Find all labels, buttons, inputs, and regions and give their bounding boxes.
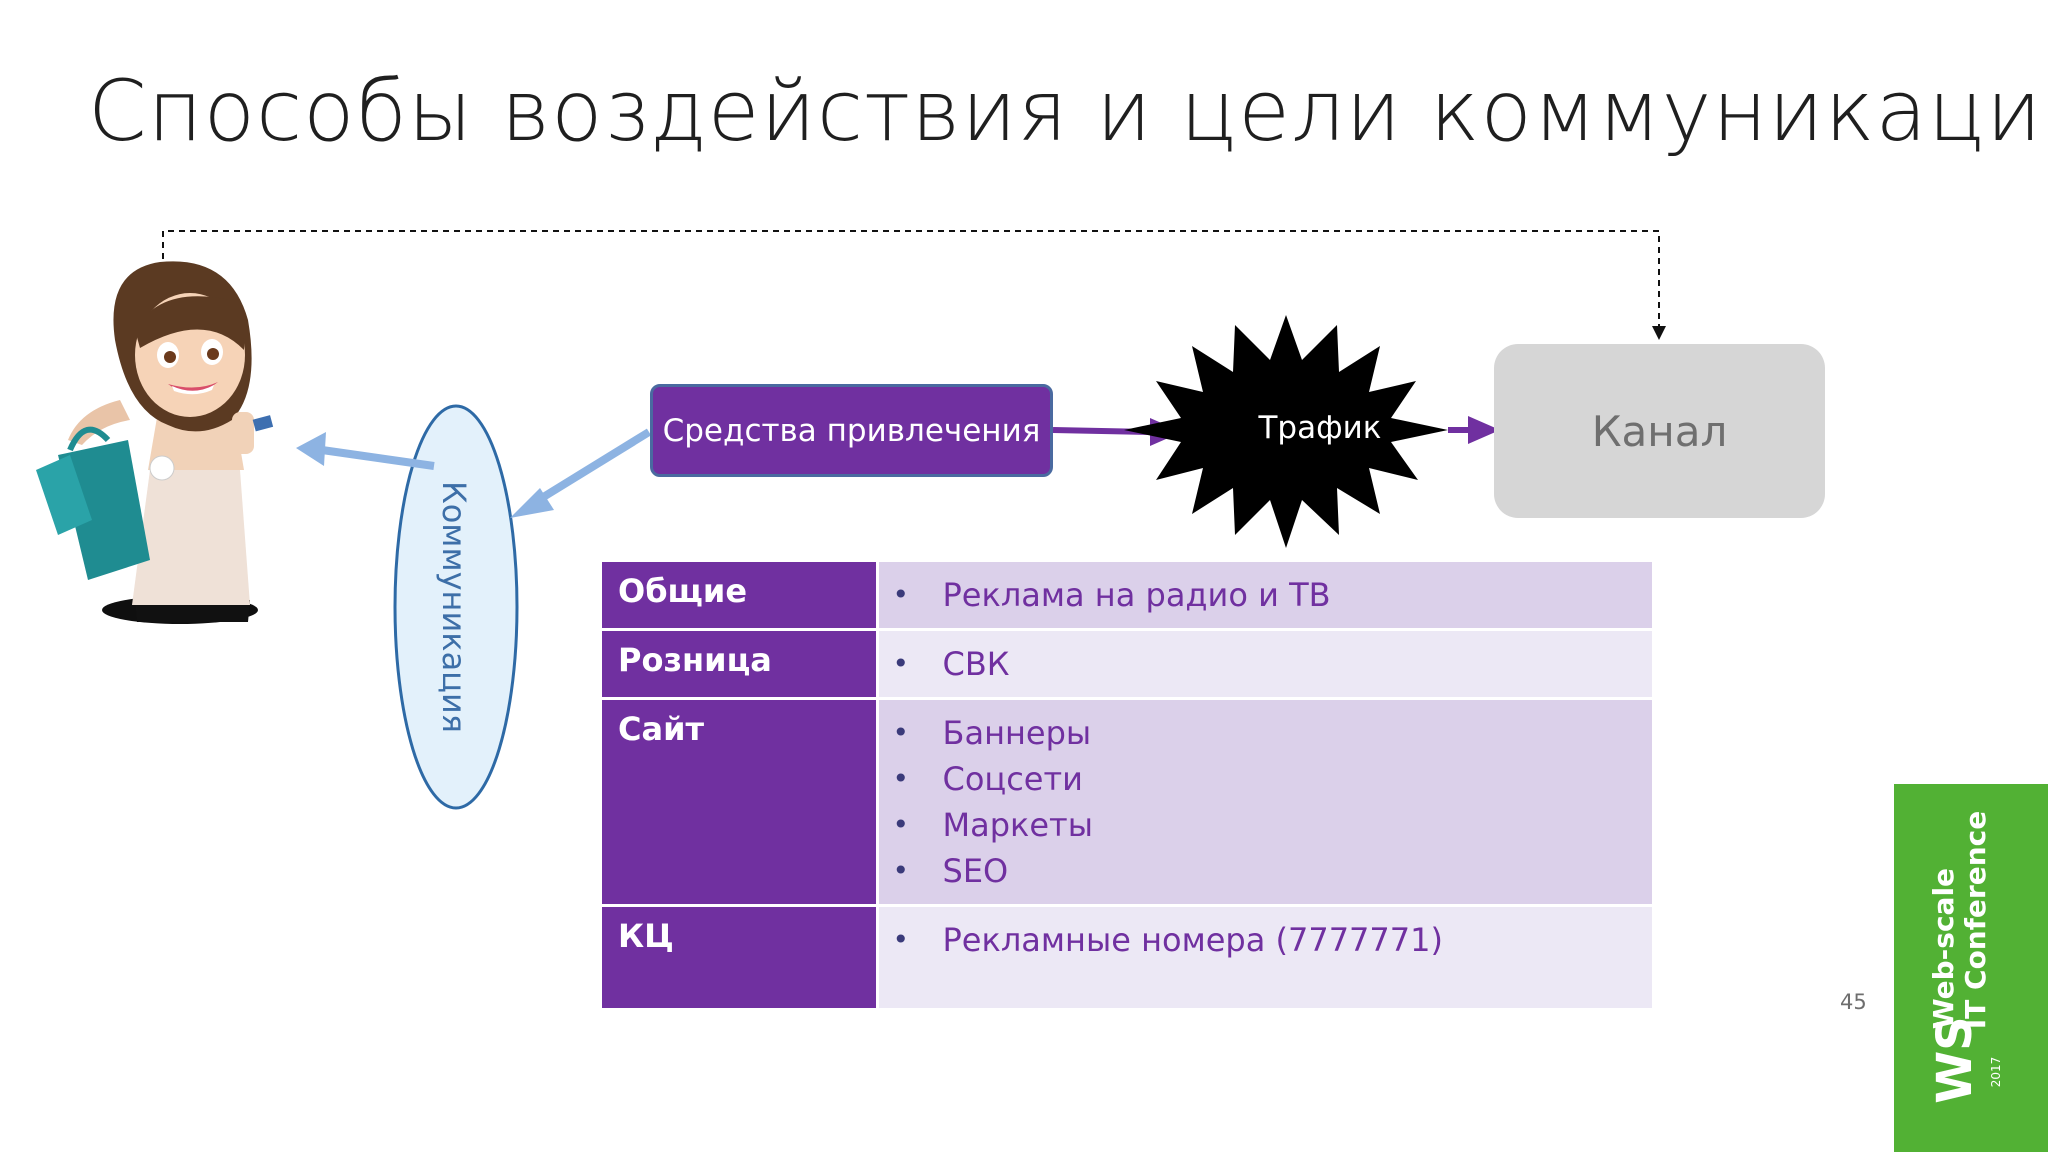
- logo-year: 2017: [1989, 1056, 2003, 1088]
- dashed-feedback-line: [162, 230, 1666, 340]
- traffic-label: Трафик: [1258, 410, 1382, 446]
- table-row-items: Рекламные номера (7777771): [877, 905, 1653, 1011]
- table-row-category: Розница: [602, 629, 879, 700]
- means-table: Общие Реклама на радио и ТВ Розница СВК …: [602, 562, 1652, 1011]
- channel-box: Канал: [1494, 344, 1825, 518]
- shopper-illustration: [36, 261, 274, 624]
- arrow-means-to-communication: [529, 428, 652, 508]
- list-item: СВК: [879, 641, 1653, 687]
- communication-label: Коммуникация: [435, 481, 473, 733]
- slide-title: Способы воздействия и цели коммуникации: [88, 62, 2048, 160]
- logo-line-1: Web-scale: [1927, 867, 1960, 1030]
- list-item: Соцсети: [879, 756, 1653, 802]
- logo-text: Web-scale IT Conference: [1927, 810, 1992, 1030]
- logo-mark: WS: [1927, 1016, 1983, 1104]
- list-item: Маркеты: [879, 802, 1653, 848]
- table-row: Розница СВК: [602, 629, 1653, 700]
- table-row-category: Общие: [602, 562, 879, 631]
- communication-ellipse: [393, 404, 519, 810]
- table-row-items: СВК: [877, 629, 1653, 700]
- logo-line-2: IT Conference: [1959, 810, 1992, 1030]
- list-item: Реклама на радио и ТВ: [879, 572, 1653, 618]
- list-item: Баннеры: [879, 710, 1653, 756]
- arrow-communication-to-person-head: [296, 432, 326, 466]
- page-number: 45: [1840, 990, 1867, 1014]
- table-row-category: КЦ: [602, 905, 879, 1011]
- arrow-traffic-to-channel-head: [1468, 416, 1500, 444]
- means-of-attraction-box: Средства привлечения: [650, 384, 1053, 477]
- list-item: SEO: [879, 848, 1653, 894]
- arrow-means-to-communication-head: [510, 488, 554, 518]
- table-row-items: Реклама на радио и ТВ: [877, 562, 1653, 631]
- table-row: КЦ Рекламные номера (7777771): [602, 905, 1653, 1011]
- traffic-starburst: [1124, 315, 1448, 548]
- arrow-communication-to-person: [321, 446, 435, 470]
- list-item: Рекламные номера (7777771): [879, 917, 1653, 963]
- table-row-category: Сайт: [602, 698, 879, 907]
- conference-logo: [1894, 784, 2048, 1152]
- table-row: Сайт Баннеры Соцсети Маркеты SEO: [602, 698, 1653, 907]
- table-row: Общие Реклама на радио и ТВ: [602, 562, 1653, 631]
- table-row-items: Баннеры Соцсети Маркеты SEO: [877, 698, 1653, 907]
